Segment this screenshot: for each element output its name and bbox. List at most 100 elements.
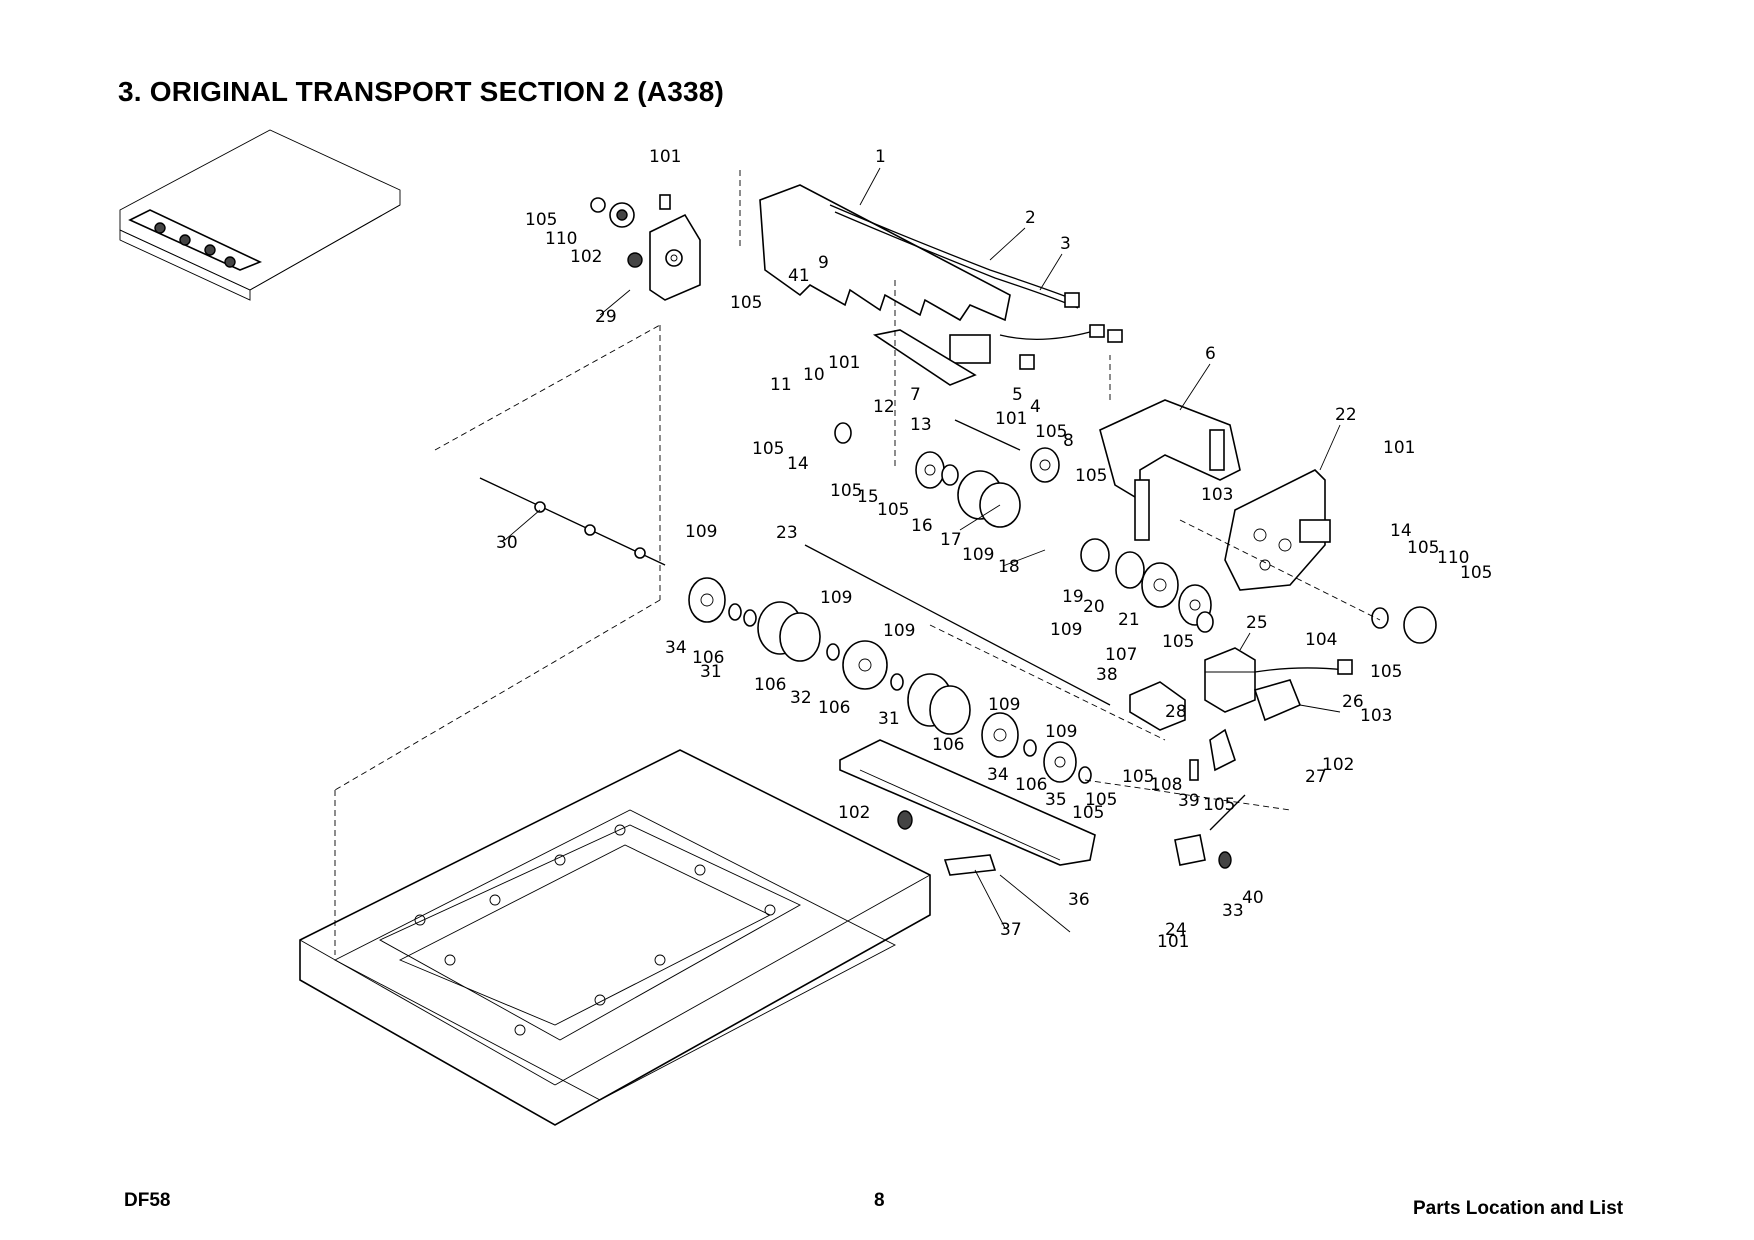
callout-106a: 106 [692, 648, 724, 668]
callout-14a: 14 [787, 454, 809, 474]
callout-41: 41 [788, 266, 810, 286]
callout-39: 39 [1178, 791, 1200, 811]
callout-10: 10 [803, 365, 825, 385]
callout-6: 6 [1205, 344, 1216, 364]
callout-109g: 109 [1045, 722, 1077, 742]
callout-2: 2 [1025, 208, 1036, 228]
callout-9: 9 [818, 253, 829, 273]
callout-21: 21 [1118, 610, 1140, 630]
callout-101a: 101 [649, 147, 681, 167]
callout-105m: 105 [1122, 767, 1154, 787]
shaft-23 [804, 544, 1111, 706]
callout-27: 27 [1305, 767, 1327, 787]
callout-105k: 105 [1370, 662, 1402, 682]
callout-31a: 31 [700, 662, 722, 682]
page-title: 3. ORIGINAL TRANSPORT SECTION 2 (A338) [118, 76, 725, 107]
callout-16: 16 [911, 516, 933, 536]
callout-3: 3 [1060, 234, 1071, 254]
callout-12: 12 [873, 397, 895, 417]
callout-101c: 101 [995, 409, 1027, 429]
solenoid-assembly [1129, 647, 1353, 869]
page-number: 8 [874, 1190, 885, 1211]
callout-101d: 101 [1383, 438, 1415, 458]
assembly-guide-lines [334, 170, 1381, 955]
callout-105f: 105 [830, 481, 862, 501]
callout-32: 32 [790, 688, 812, 708]
callout-13: 13 [910, 415, 932, 435]
callout-35: 35 [1045, 790, 1067, 810]
callout-leader-lines [504, 167, 1341, 933]
callout-106e: 106 [1015, 775, 1047, 795]
callout-38: 38 [1096, 665, 1118, 685]
callout-5: 5 [1012, 385, 1023, 405]
callout-101e: 101 [1157, 932, 1189, 952]
base-tray [299, 749, 931, 1126]
callout-37: 37 [1000, 920, 1022, 940]
callout-labels: 1 2 3 4 5 6 7 8 9 10 11 12 13 14 14 15 1… [496, 147, 1492, 952]
callout-106d: 106 [932, 735, 964, 755]
callout-106b: 106 [754, 675, 786, 695]
callout-25: 25 [1246, 613, 1268, 633]
callout-23: 23 [776, 523, 798, 543]
callout-108: 108 [1150, 775, 1182, 795]
callout-105g: 105 [877, 500, 909, 520]
callout-14b: 14 [1390, 521, 1412, 541]
left-side-plate [590, 194, 701, 301]
callout-103a: 103 [1201, 485, 1233, 505]
callout-109d: 109 [962, 545, 994, 565]
shaft-30 [479, 477, 666, 566]
shaft-13 [954, 419, 1021, 451]
callout-102b: 102 [1322, 755, 1354, 775]
callout-19: 19 [1062, 587, 1084, 607]
callout-105c: 105 [752, 439, 784, 459]
overview-inset [119, 129, 401, 301]
callout-17: 17 [940, 530, 962, 550]
callout-29: 29 [595, 307, 617, 327]
callout-109e: 109 [1050, 620, 1082, 640]
callout-105l: 105 [1072, 803, 1104, 823]
upper-frame-assembly [759, 184, 1123, 386]
callout-102a: 102 [570, 247, 602, 267]
callout-30: 30 [496, 533, 518, 553]
callout-34b: 34 [987, 765, 1009, 785]
callout-105o: 105 [1085, 790, 1117, 810]
callout-101b: 101 [828, 353, 860, 373]
callout-110b: 110 [1437, 548, 1469, 568]
callout-20: 20 [1083, 597, 1105, 617]
callout-105d: 105 [1035, 422, 1067, 442]
callout-31b: 31 [878, 709, 900, 729]
callout-105b: 105 [730, 293, 762, 313]
callout-34a: 34 [665, 638, 687, 658]
callout-18: 18 [998, 557, 1020, 577]
callout-28: 28 [1165, 702, 1187, 722]
callout-40: 40 [1242, 888, 1264, 908]
callout-15: 15 [857, 487, 879, 507]
callout-105e: 105 [1075, 466, 1107, 486]
callout-105i: 105 [1460, 563, 1492, 583]
callout-109b: 109 [820, 588, 852, 608]
callout-110a: 110 [545, 229, 577, 249]
callout-11: 11 [770, 375, 792, 395]
footer-model: DF58 [124, 1190, 171, 1211]
callout-36: 36 [1068, 890, 1090, 910]
callout-1: 1 [875, 147, 886, 167]
callout-104: 104 [1305, 630, 1337, 650]
callout-105h: 105 [1407, 538, 1439, 558]
callout-8: 8 [1063, 431, 1074, 451]
roller-gear-group [688, 422, 1437, 784]
callout-33: 33 [1222, 901, 1244, 921]
callout-105j: 105 [1162, 632, 1194, 652]
callout-105n: 105 [1203, 795, 1235, 815]
footer-section: Parts Location and List [1413, 1198, 1624, 1219]
callout-24: 24 [1165, 920, 1187, 940]
callout-102c: 102 [838, 803, 870, 823]
callout-4: 4 [1030, 397, 1041, 417]
bracket-22 [1224, 469, 1331, 591]
callout-109a: 109 [685, 522, 717, 542]
callout-107: 107 [1105, 645, 1137, 665]
callout-103b: 103 [1360, 706, 1392, 726]
right-frame-bracket [1099, 399, 1241, 541]
callout-106c: 106 [818, 698, 850, 718]
callout-7: 7 [910, 385, 921, 405]
